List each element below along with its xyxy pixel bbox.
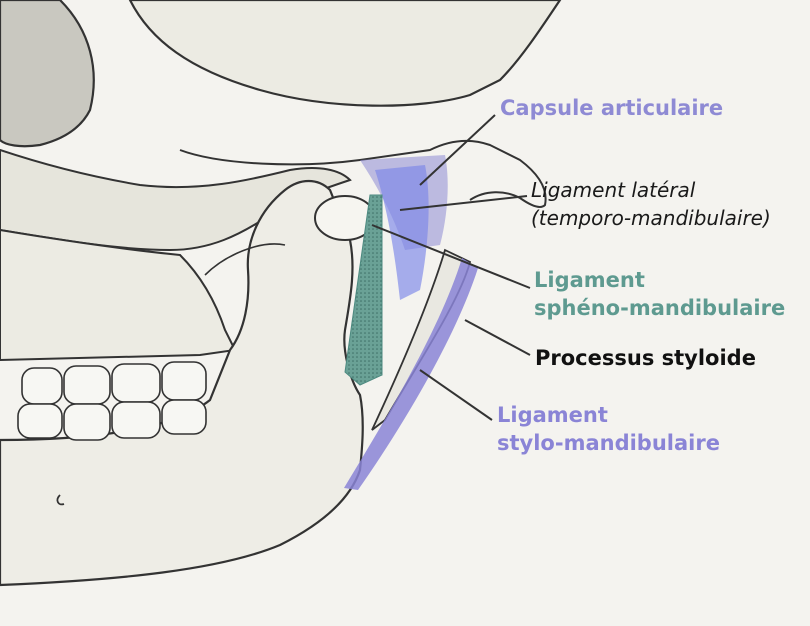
label-processus-styloide: Processus styloide	[535, 344, 756, 372]
leader-stylo	[420, 370, 492, 420]
label-ligament-spheno-mandibulaire: Ligament sphéno-mandibulaire	[534, 266, 785, 322]
label-stylo-line1: Ligament	[497, 401, 720, 429]
label-stylo-line2: stylo-mandibulaire	[497, 429, 720, 457]
label-ligament-lateral-title: Ligament latéral	[531, 176, 771, 204]
leader-styloide	[465, 320, 530, 355]
cranium	[130, 0, 560, 106]
upper-teeth	[22, 362, 206, 404]
orbit	[0, 0, 94, 146]
label-spheno-line1: Ligament	[534, 266, 785, 294]
label-ligament-lateral: Ligament latéral (temporo-mandibulaire)	[531, 176, 771, 232]
label-ligament-lateral-sub: (temporo-mandibulaire)	[531, 204, 771, 232]
maxilla	[0, 230, 235, 360]
label-capsule-articulaire: Capsule articulaire	[500, 94, 723, 122]
label-spheno-line2: sphéno-mandibulaire	[534, 294, 785, 322]
label-ligament-stylo-mandibulaire: Ligament stylo-mandibulaire	[497, 401, 720, 457]
